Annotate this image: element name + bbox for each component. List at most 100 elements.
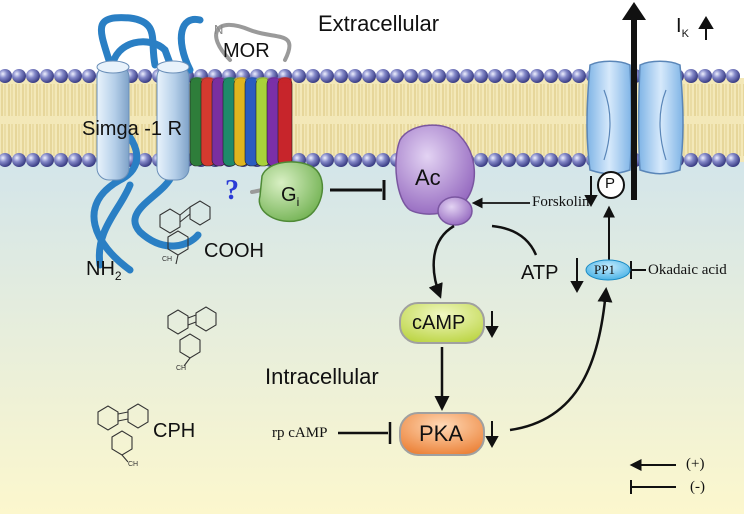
extracellular-label: Extracellular [318,11,440,36]
pka-to-pp1-arrow [509,287,613,432]
lipid-head-bead [0,69,12,83]
methyl-label-2: CH [176,365,187,372]
lipid-head-bead [558,153,572,167]
nh2-label-main: NH [86,258,115,280]
cph-structure-bottom [97,403,149,463]
lipid-head-bead [40,153,54,167]
lipid-head-bead [432,69,446,83]
lipid-head-bead [544,153,558,167]
mor-helix-cap [212,77,226,83]
lipid-head-bead [306,69,320,83]
current-label: IK [676,15,689,40]
lipid-head-bead [460,69,474,83]
current-increase-arrow [698,16,714,40]
lipid-head-bead [292,69,306,83]
lipid-head-bead [572,69,586,83]
pka-node [399,412,485,456]
lipid-head-bead [68,153,82,167]
lipid-head-bead [726,69,740,83]
atp-label: ATP [521,262,559,284]
methyl-label-1: CH [162,256,173,263]
gi-label-main: G [281,184,297,206]
lipid-head-bead [54,69,68,83]
forskolin-label: Forskolin [532,194,590,210]
ac-label: Ac [415,165,441,190]
mor-n-terminus-label: N [214,22,224,37]
cph-structure-on-receptor [159,200,211,265]
lipid-head-bead [362,153,376,167]
legend-inhibit-label: (-) [690,479,705,495]
lipid-head-bead [712,69,726,83]
mor-helix [277,77,293,167]
lipid-head-bead [530,69,544,83]
lipid-head-bead [684,69,698,83]
mor-helices [189,77,293,167]
lipid-head-bead [474,69,488,83]
phosphate-label: P [605,175,616,192]
lipid-head-bead [376,153,390,167]
cytoplasm-region [0,160,744,514]
mor-helix-cap [267,77,281,83]
lipid-head-bead [516,153,530,167]
lipid-head-bead [138,69,152,83]
mor-receptor [189,22,293,194]
cph-structure-mid [167,306,217,367]
lipid-head-bead [362,69,376,83]
mor-label: MOR [223,40,270,62]
cph-label: CPH [153,420,196,442]
lipid-head-bead [334,153,348,167]
lipid-head-bead [502,69,516,83]
lipid-head-bead [82,69,96,83]
phosphate-circle [597,171,625,199]
lipid-head-bead [320,69,334,83]
lipid-head-bead [376,69,390,83]
ac-to-camp-arrow [428,224,455,299]
mor-helix-cap [223,77,237,83]
question-mark: ? [225,175,239,206]
lipid-head-bead [82,153,96,167]
lipid-head-bead [502,153,516,167]
lipid-head-bead [40,69,54,83]
lipid-head-bead [306,153,320,167]
mor-helix-cap [256,77,270,83]
adenylyl-cyclase-catalytic-domain [437,196,473,226]
gi-label-sub: i [296,195,300,209]
methyl-label-3: CH [128,461,139,468]
lipid-head-bead [54,153,68,167]
lipid-head-bead [698,153,712,167]
decrease-arrows [485,176,598,449]
potassium-channel [586,60,684,175]
current-label-sub: K [681,28,689,40]
lipid-head-bead [320,153,334,167]
lipid-head-bead [334,69,348,83]
lipid-head-bead [348,153,362,167]
lipid-head-bead [544,69,558,83]
mor-helix-cap [245,77,259,83]
lipid-head-bead [530,153,544,167]
gi-protein [258,161,324,223]
lipid-head-bead [404,69,418,83]
camp-label: cAMP [412,312,466,334]
lipid-head-bead [390,69,404,83]
lipid-head-bead [516,69,530,83]
lipid-head-bead [12,69,26,83]
lipid-head-bead [26,153,40,167]
mor-helix-cap [278,77,292,83]
current-label-main: I [676,15,682,37]
lipid-head-bead [712,153,726,167]
gi-label: Gi [281,184,299,209]
pka-label: PKA [419,421,464,446]
legend-activate-label: (+) [686,456,705,472]
okadaic-acid-label: Okadaic acid [648,262,727,278]
lipid-head-bead [68,69,82,83]
nh2-label-sub: 2 [114,269,122,283]
sigma-1-receptor [90,14,204,274]
sigma-1-receptor-label: Simga -1 R [82,118,183,140]
rp-camp-label: rp cAMP [272,425,328,441]
lipid-head-bead [684,153,698,167]
mor-n-terminus [214,22,292,62]
pp1-label: PP1 [594,262,615,277]
mor-helix-cap [201,77,215,83]
